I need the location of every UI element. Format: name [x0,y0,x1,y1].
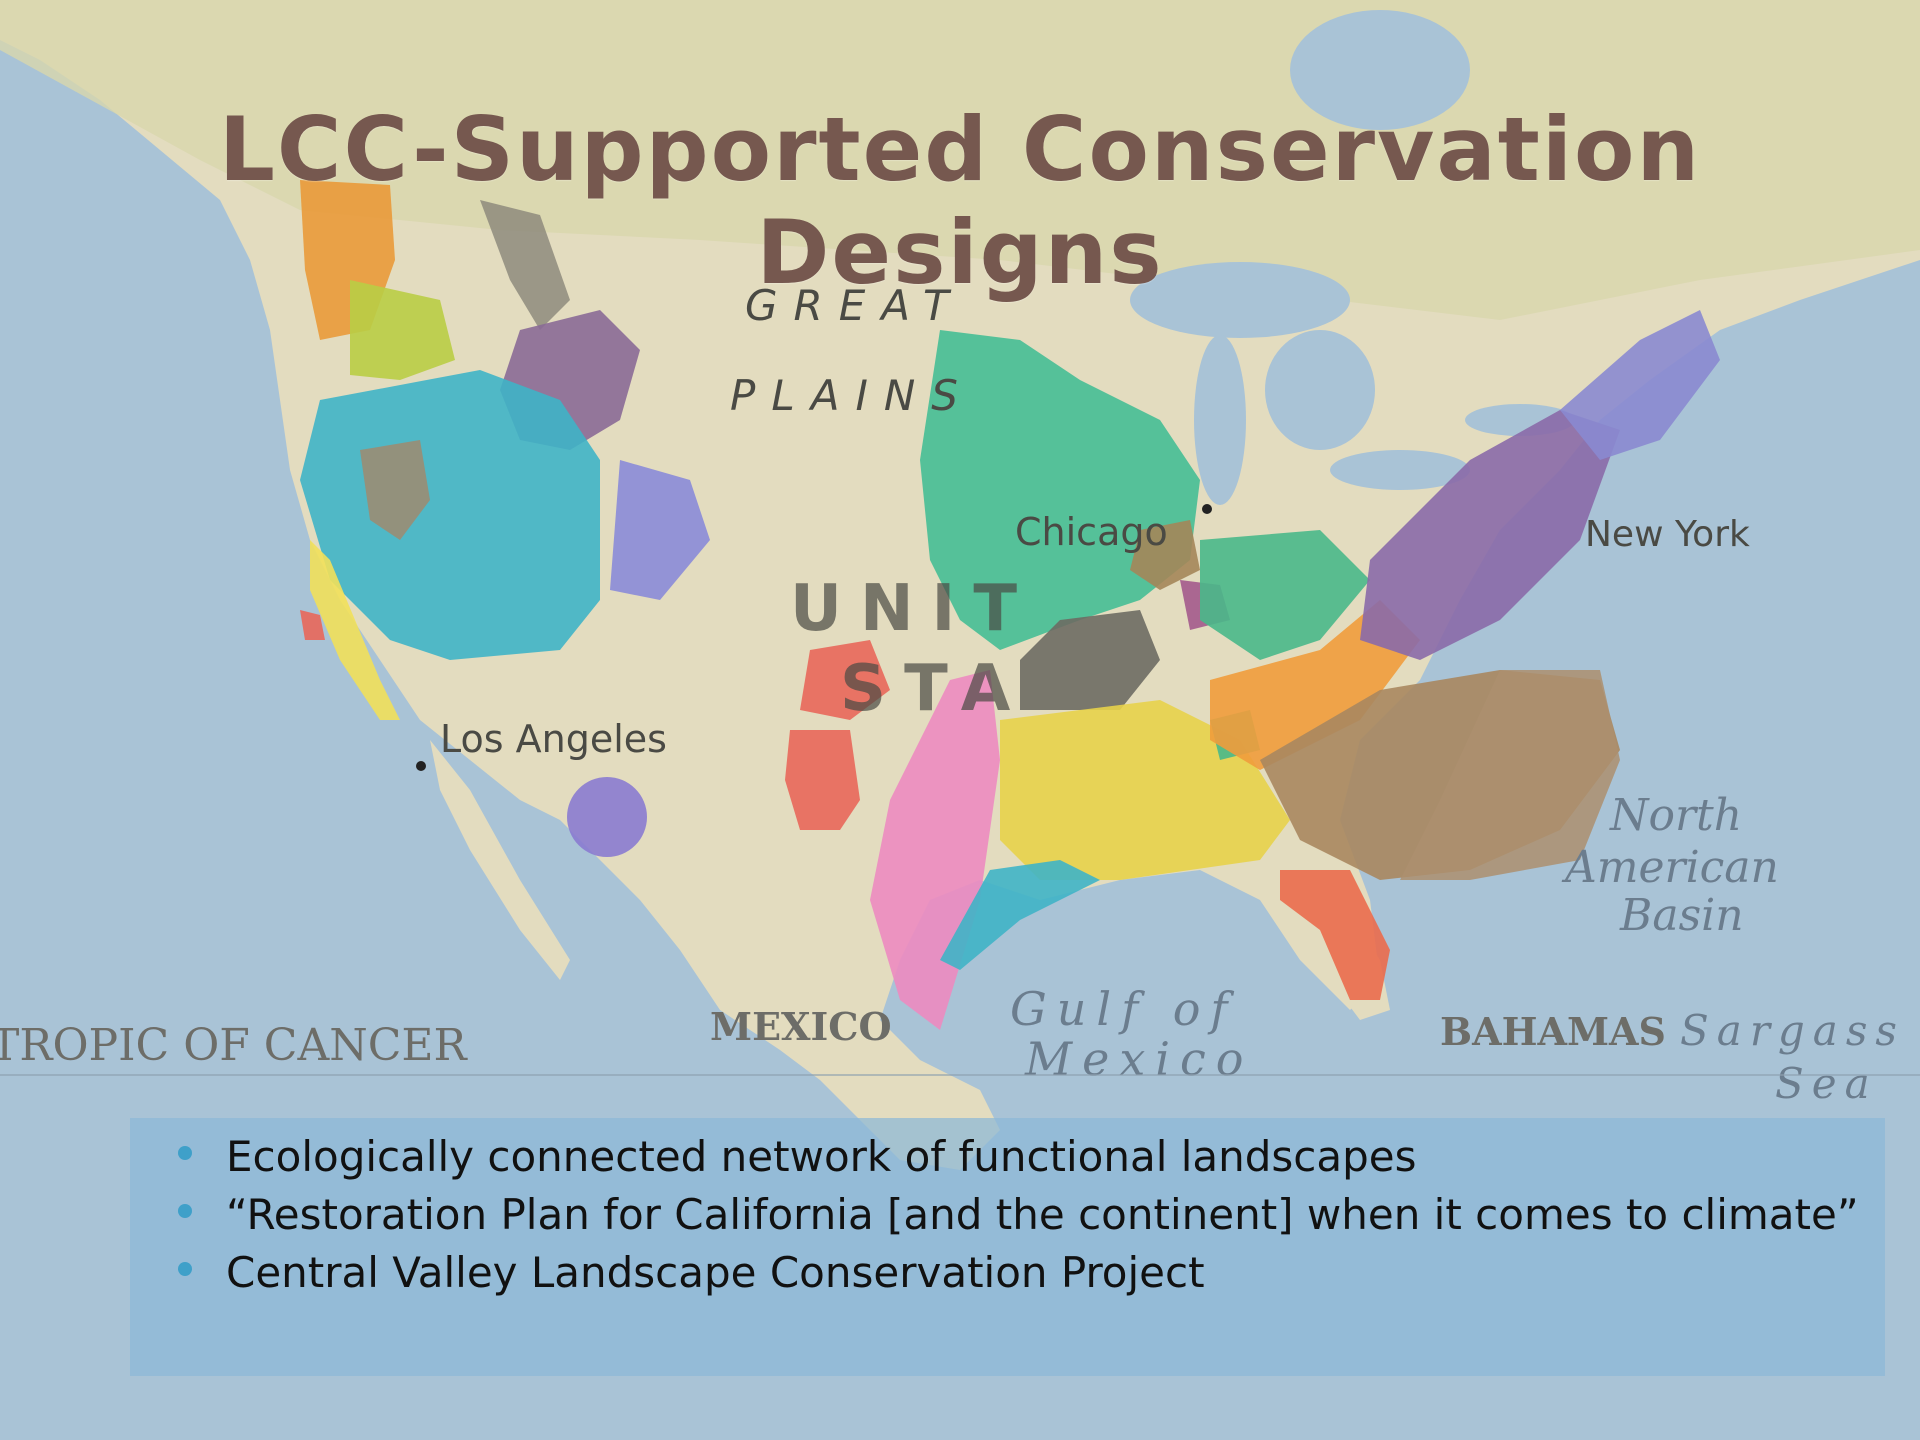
baja-california [430,740,570,980]
label-nab-3: Basin [1619,890,1744,941]
region-brown-inner [360,440,430,540]
bullet-item: Central Valley Landscape Conservation Pr… [178,1248,1885,1298]
label-gulf-line1: Gulf of [1010,982,1237,1036]
label-sargasso-1: Sargass [1680,1006,1905,1055]
region-gray-north [480,200,570,330]
label-gulf-line2: Mexico [1024,1032,1253,1086]
label-states: STA [840,652,1028,726]
region-purple-east [1360,410,1620,660]
region-dark-gray [1020,610,1160,710]
bullet-dot [178,1146,192,1160]
slide-title: LCC-Supported Conservation Designs [218,98,1702,304]
label-new-york: New York [1585,514,1750,555]
label-great: GREAT [745,281,965,330]
region-yellow-coast [310,540,400,720]
label-plains: PLAINS [730,371,974,420]
bullet-text: Central Valley Landscape Conservation Pr… [226,1248,1205,1297]
label-los-angeles: Los Angeles [440,717,667,761]
region-teal-great-basin [300,370,600,660]
region-teal-gulf [940,860,1100,970]
region-purple-circle [567,777,647,857]
label-united: UNIT [790,572,1035,646]
label-sargasso-2: Sea [1775,1059,1878,1108]
label-bahamas: BAHAMAS [1440,1009,1666,1054]
region-red-coast [300,610,325,640]
lake-erie [1330,450,1470,490]
region-lime [350,280,455,380]
label-chicago: Chicago [1015,510,1168,554]
label-tropic: TROPIC OF CANCER [0,1020,469,1071]
region-green-appalachia [1200,530,1370,660]
lake-michigan [1194,335,1246,505]
label-mexico: MEXICO [710,1004,892,1049]
region-red-florida [1280,870,1390,1000]
bullet-item: Ecologically connected network of functi… [178,1132,1885,1182]
los-angeles-marker [416,761,426,771]
hudson-bay [1290,10,1470,130]
bullet-list: Ecologically connected network of functi… [130,1118,1885,1298]
bullet-panel: Ecologically connected network of functi… [130,1118,1885,1376]
region-red-small-2 [785,730,860,830]
region-tan-offshore [1400,670,1620,880]
chicago-marker [1202,504,1212,514]
label-nab-2: American [1561,842,1779,893]
label-nab-1: North [1609,790,1742,841]
lake-huron [1265,330,1375,450]
region-lavender-ne [1560,310,1720,460]
bullet-item: “Restoration Plan for California [and th… [178,1190,1885,1240]
bullet-dot [178,1262,192,1276]
lake-superior [1130,262,1350,338]
bullet-text: Ecologically connected network of functi… [226,1132,1417,1181]
bullet-dot [178,1204,192,1218]
region-periwinkle [610,460,710,600]
region-red-small-1 [800,640,890,720]
region-brown-chicago [1130,520,1200,590]
bullet-text: “Restoration Plan for California [and th… [226,1190,1859,1239]
